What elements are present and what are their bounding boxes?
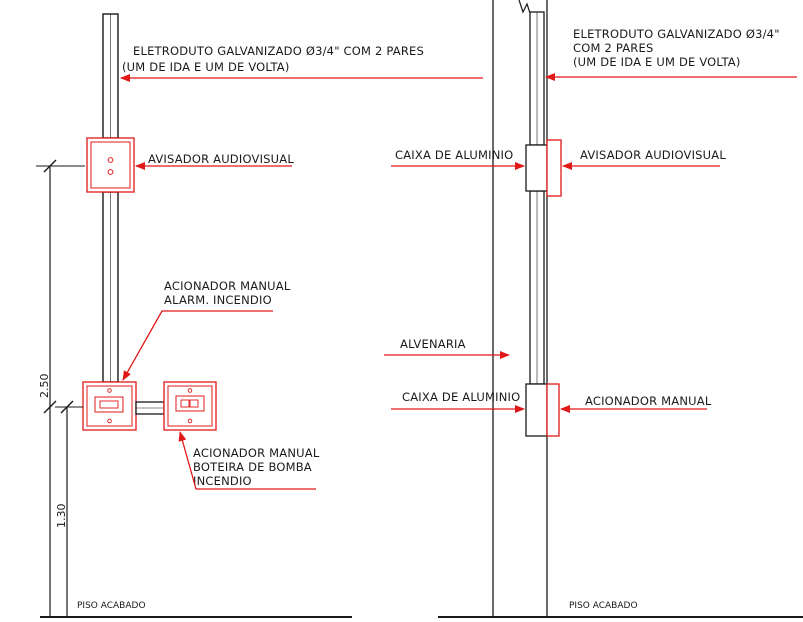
left-pump-button-box [163,381,217,431]
dimension-total: 2.50 [36,159,85,617]
left-manual-fire-line1: ACIONADOR MANUAL [164,279,291,293]
left-alarm-box [86,137,135,193]
wall-label: ALVENARIA [400,337,466,351]
right-conduit [529,11,545,385]
dim-lower-label: 1.30 [55,504,68,529]
left-pump-leader [178,431,316,490]
box-connector [135,401,165,415]
left-pump-line3: INCENDIO [193,474,252,488]
right-box-bottom [525,383,560,437]
right-box-bottom-label: CAIXA DE ALUMINIO [402,390,520,404]
left-conduit-note: ELETRODUTO GALVANIZADO Ø3/4" COM 2 PARES… [120,44,483,82]
right-box-top [525,139,562,197]
left-pump-line2: BOTEIRA DE BOMBA [193,460,312,474]
left-conduit-pipe [102,13,119,383]
left-floor-label: PISO ACABADO [77,601,146,611]
right-floor-label: PISO ACABADO [569,601,638,611]
dim-total-label: 2.50 [38,374,51,399]
right-alarm-label: AVISADOR AUDIOVISUAL [580,148,726,162]
left-alarm-label: AVISADOR AUDIOVISUAL [148,152,294,166]
left-manual-fire-leader [122,310,273,381]
right-conduit-note-line1: ELETRODUTO GALVANIZADO Ø3/4" [573,27,780,41]
right-conduit-note-line3: (UM DE IDA E UM DE VOLTA) [573,55,741,69]
dimension-lower: 1.30 [55,400,83,617]
right-manual-label: ACIONADOR MANUAL [585,394,712,408]
right-conduit-note-line2: COM 2 PARES [573,41,653,55]
left-pump-line1: ACIONADOR MANUAL [193,446,320,460]
break-mark [518,0,532,17]
left-conduit-note-line2: (UM DE IDA E UM DE VOLTA) [122,60,290,74]
right-box-top-label: CAIXA DE ALUMINIO [395,148,513,162]
left-manual-fire-line2: ALARM. INCENDIO [164,293,272,307]
left-manual-call-point [82,381,137,431]
left-conduit-note-line1: ELETRODUTO GALVANIZADO Ø3/4" COM 2 PARES [133,44,424,58]
